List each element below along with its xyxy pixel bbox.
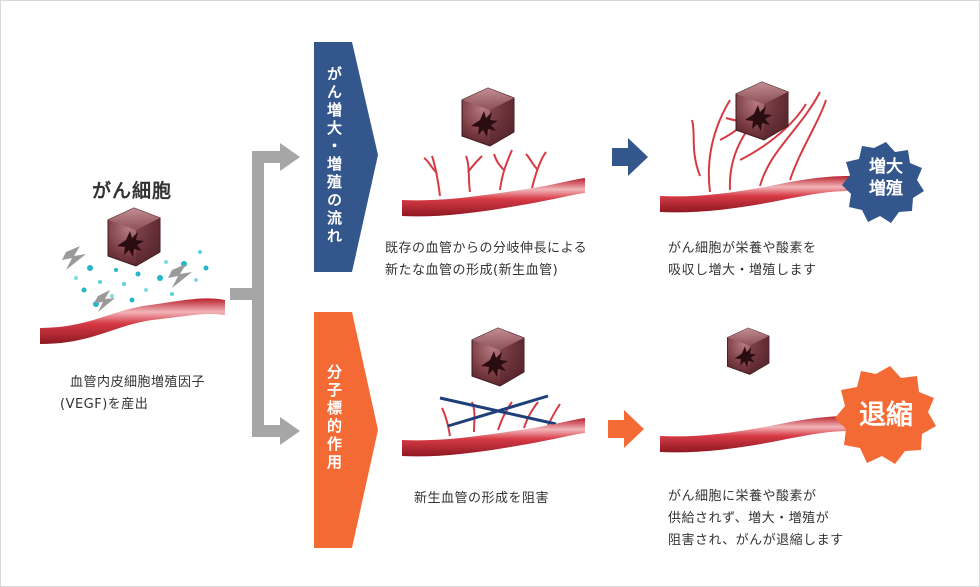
vegf-cloud — [74, 250, 209, 310]
flow-arrow-orange — [608, 410, 644, 448]
blood-vessel — [402, 178, 585, 217]
growth-flow-banner — [314, 42, 378, 272]
action-step2-caption-line1: がん細胞に栄養や酸素が — [668, 489, 817, 504]
flow-arrow-blue — [612, 138, 648, 176]
growth-flow-label: がん増大・増殖の流れ — [325, 66, 343, 246]
new-vessel-branches — [423, 149, 547, 197]
growth-badge-burst — [842, 142, 924, 223]
blood-vessel — [660, 416, 850, 453]
growth-badge-line1: 増大 — [869, 157, 903, 177]
blood-vessel — [40, 298, 225, 344]
action-step1-caption: 新生血管の形成を阻害 — [414, 491, 550, 506]
action-step2-caption-line2: 供給されず、増大・増殖が — [668, 511, 830, 526]
cancer-cell-icon — [461, 87, 515, 147]
cancer-cell-icon — [107, 207, 161, 267]
inhibition-cross-icon — [439, 394, 557, 428]
blood-vessel — [660, 176, 850, 213]
regression-badge-text: 退縮 — [859, 400, 913, 431]
signal-bolt-icons — [62, 246, 192, 312]
cancer-cell-title: がん細胞 — [92, 180, 173, 202]
vegf-caption-line2: (VEGF)を産出 — [60, 397, 149, 412]
growth-step1-caption-line1: 既存の血管からの分岐伸長による — [385, 241, 588, 256]
growth-step1-caption-line2: 新たな血管の形成(新生血管) — [385, 263, 559, 278]
molecular-action-label: 分子標的作用 — [325, 364, 343, 472]
growth-step2-caption-line2: 吸収し増大・増殖します — [668, 263, 817, 278]
cancer-cell-large-icon — [735, 81, 789, 141]
blood-vessel — [402, 418, 585, 457]
action-step2-caption-line3: 阻害され、がんが退縮します — [668, 533, 844, 548]
cancer-cell-icon — [471, 327, 525, 387]
regression-badge-burst — [835, 366, 936, 464]
vegf-caption-line1: 血管内皮細胞増殖因子 — [70, 375, 206, 390]
cancer-cell-small-icon — [727, 327, 770, 375]
branch-connector — [230, 143, 300, 445]
molecular-action-banner — [314, 312, 378, 548]
growth-badge-line2: 増殖 — [869, 179, 903, 199]
growth-step2-caption-line1: がん細胞が栄養や酸素を — [668, 241, 817, 256]
